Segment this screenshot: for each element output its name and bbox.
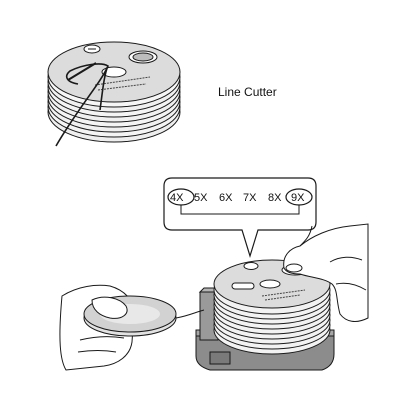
callout-bubble (163, 177, 317, 259)
thread-line (55, 63, 110, 147)
lid-slot-bottom (231, 282, 255, 290)
dispenser-top-illustration (47, 41, 181, 147)
right-fingernail (285, 263, 303, 273)
mag-option-9x: 9X (291, 192, 305, 204)
mag-option-5x: 5X (194, 192, 208, 204)
lens-thread (175, 309, 205, 319)
mag-range-bracket (180, 205, 300, 215)
mag-option-6x: 6X (219, 192, 233, 204)
left-thumb (91, 296, 128, 319)
lid-hub-top (101, 66, 127, 78)
dispenser-bottom-illustration (59, 223, 369, 371)
left-hand-with-lens (59, 284, 177, 371)
left-fingers (77, 336, 125, 353)
line-cutter-label: Line Cutter (218, 85, 277, 99)
line-cutter-slot (67, 62, 97, 81)
mag-option-7x: 7X (243, 192, 257, 204)
magnification-callout: 4X 5X 6X 7X 8X 9X (163, 177, 317, 259)
lid-mark-icon-bottom (243, 262, 259, 270)
mag-option-4x: 4X (170, 192, 184, 204)
mag-option-8x: 8X (268, 192, 282, 204)
